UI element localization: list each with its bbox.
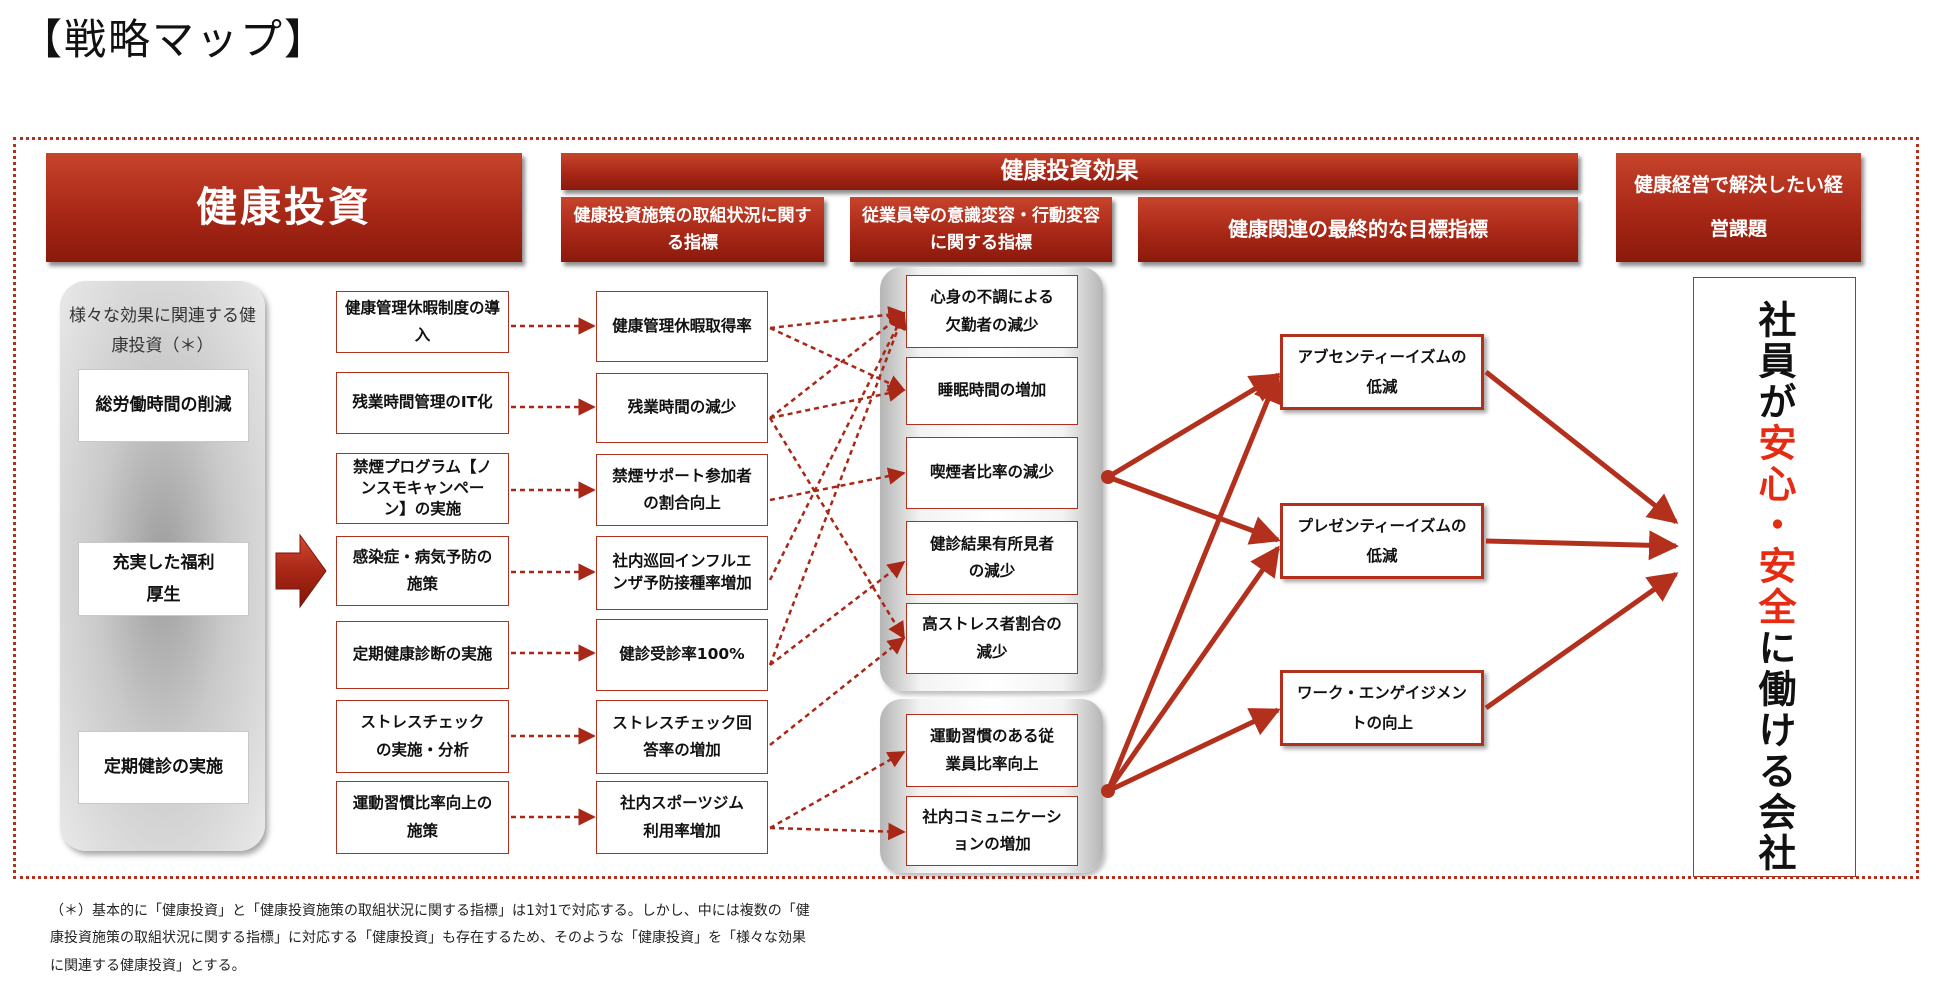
connector-arrow (769, 306, 906, 330)
header-effect-sub3: 健康関連の最終的な目標指標 (1138, 197, 1578, 262)
goal-arrow (1105, 372, 1282, 792)
left-panel-note: 様々な効果に関連する健康投資（＊） (69, 306, 256, 356)
investment-item: 定期健康診断の実施 (336, 621, 509, 689)
connector-arrow (769, 467, 906, 502)
connector-arrow (769, 384, 906, 420)
investment-item: 健康管理休暇制度の導入 (336, 291, 509, 353)
indicator-item: 社内巡回インフルエンザ予防接種率増加 (596, 536, 768, 610)
left-item: 充実した福利厚生 (78, 542, 249, 616)
left-item: 定期健診の実施 (78, 731, 249, 804)
header-effect: 健康投資効果 (561, 153, 1578, 190)
goal-arrow (1484, 370, 1679, 524)
indicator-item: 禁煙サポート参加者の割合向上 (596, 454, 768, 526)
goal-arrow (1106, 372, 1281, 480)
goal-arrow (1105, 545, 1281, 793)
behavior-item: 心身の不調による欠勤者の減少 (906, 275, 1078, 348)
investment-item: 運動習慣比率向上の施策 (336, 781, 509, 854)
investment-item: 感染症・病気予防の施策 (336, 536, 509, 606)
connector-arrow (769, 326, 906, 392)
indicator-item: 社内スポーツジム利用率増加 (596, 781, 768, 854)
investment-item: ストレスチェックの実施・分析 (336, 700, 509, 773)
footnote: （＊）基本的に「健康投資」と「健康投資施策の取組状況に関する指標」は1対1で対応… (50, 903, 810, 974)
behavior-item: 運動習慣のある従業員比率向上 (906, 714, 1078, 787)
behavior-item: 高ストレス者割合の減少 (906, 603, 1078, 674)
management-issue-text: 社員が安心・安全に働ける会社 (1752, 300, 1796, 874)
indicator-item: 健康管理休暇取得率 (596, 291, 768, 362)
connector-arrow (769, 636, 906, 746)
goal-arrow (1106, 707, 1281, 794)
left-item: 総労働時間の削減 (78, 369, 249, 442)
connector-arrow (769, 822, 906, 841)
behavior-item: 睡眠時間の増加 (906, 357, 1078, 425)
behavior-item: 喫煙者比率の減少 (906, 437, 1078, 509)
header-effect-sub1: 健康投資施策の取組状況に関する指標 (561, 197, 824, 262)
connector-arrow (768, 311, 906, 581)
goal-arrow (1107, 474, 1281, 545)
goal-item: ワーク・エンゲイジメントの向上 (1280, 670, 1484, 746)
connector-arrow (768, 417, 906, 640)
strategy-map-frame (13, 137, 1919, 879)
header-investment: 健康投資 (46, 153, 522, 262)
goal-item: プレゼンティーイズムの低減 (1280, 503, 1484, 579)
behavior-item: 健診結果有所見者の減少 (906, 521, 1078, 595)
investment-item: 禁煙プログラム【ノンスモキャンペーン】の実施 (336, 453, 509, 524)
goal-arrow (1484, 571, 1679, 711)
indicator-item: ストレスチェック回答率の増加 (596, 700, 768, 774)
junction-dots (1101, 470, 1115, 798)
connector-arrow (769, 311, 906, 419)
connector-arrow (769, 750, 906, 830)
goal-arrow (1485, 530, 1679, 561)
management-issue-box: 社員が安心・安全に働ける会社 (1693, 277, 1856, 877)
behavior-item: 社内コミュニケーションの増加 (906, 796, 1078, 866)
indicator-item: 健診受診率100% (596, 619, 768, 691)
investment-item: 残業時間管理のIT化 (336, 372, 509, 434)
header-effect-sub2: 従業員等の意識変容・行動変容に関する指標 (850, 197, 1112, 262)
connector-arrow (769, 560, 906, 666)
right-arrow-icon (275, 533, 327, 609)
header-management: 健康経営で解決したい経営課題 (1616, 153, 1861, 262)
page-title: 【戦略マップ】 (20, 15, 329, 64)
indicator-item: 残業時間の減少 (596, 373, 768, 443)
goal-item: アブセンティーイズムの低減 (1280, 334, 1484, 410)
